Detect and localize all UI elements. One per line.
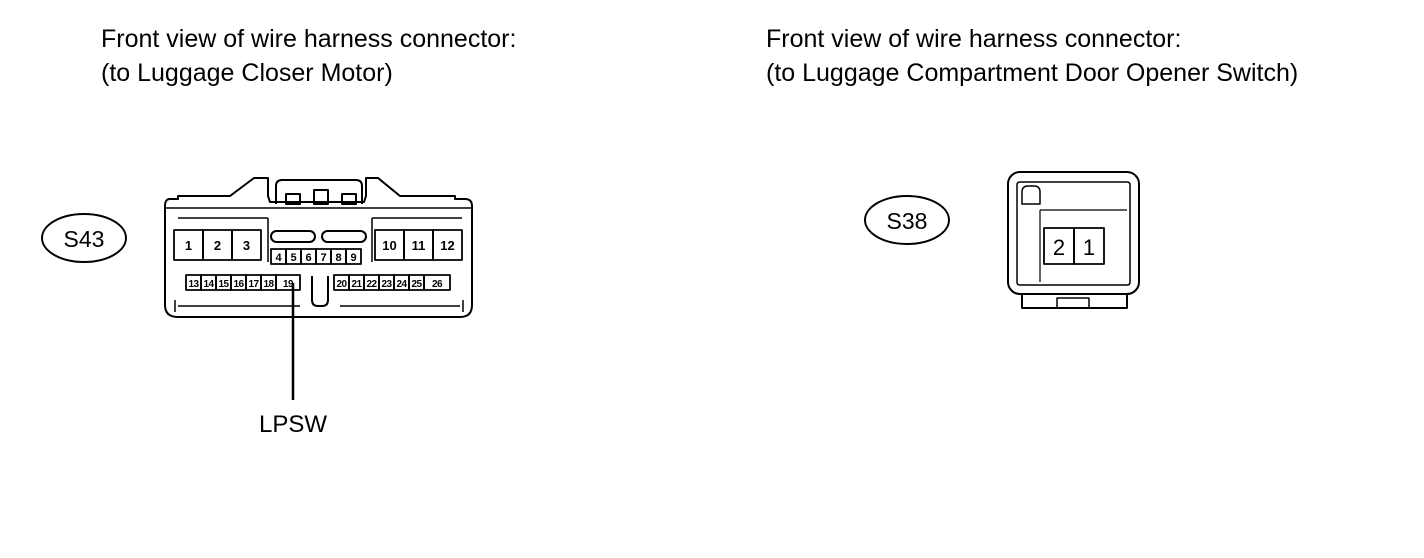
pin-label: 1	[1083, 235, 1095, 260]
connector-id-s38: S38	[887, 208, 928, 234]
caption-s43: Front view of wire harness connector: (t…	[101, 22, 516, 90]
pin-label: 25	[411, 279, 422, 290]
pin-label: 7	[320, 252, 326, 264]
pin-label: 23	[381, 279, 392, 290]
pin-label: 13	[188, 279, 199, 290]
pin-label: 18	[263, 279, 274, 290]
pin-label: 17	[248, 279, 259, 290]
s43-pin-boxes	[173, 229, 463, 291]
pin-label: 26	[432, 279, 443, 290]
s38-pin-boxes	[1043, 227, 1105, 265]
connector-s38-body	[1007, 171, 1140, 309]
pin-label: 6	[305, 252, 311, 264]
caption-s43-line1: Front view of wire harness connector:	[101, 25, 517, 53]
pin-label: 22	[366, 279, 377, 290]
pin-label: 2	[1053, 235, 1065, 260]
connector-s43-body	[164, 177, 473, 318]
pin-label: 5	[290, 252, 296, 264]
pin-label: 15	[218, 279, 229, 290]
pin-label: 3	[243, 238, 250, 253]
pin-label: 9	[350, 252, 356, 264]
connector-label-s38	[864, 195, 950, 245]
pin-label: 21	[351, 279, 362, 290]
pin-label: 10	[382, 238, 396, 253]
pin-label: 12	[440, 238, 454, 253]
caption-s43-line2: (to Luggage Closer Motor)	[101, 59, 393, 87]
callout-label-lpsw: LPSW	[259, 411, 327, 438]
caption-s38-line1: Front view of wire harness connector:	[766, 25, 1182, 53]
pin-label: 1	[185, 238, 192, 253]
caption-s38-line2: (to Luggage Compartment Door Opener Swit…	[766, 59, 1299, 87]
pin-label: 11	[412, 238, 426, 253]
pin-label: 14	[203, 279, 214, 290]
pin-label: 16	[233, 279, 244, 290]
connector-id-s43: S43	[64, 226, 105, 252]
pin-label: 24	[396, 279, 407, 290]
pin-label: 8	[335, 252, 341, 264]
pin-label: 2	[214, 238, 221, 253]
caption-s38: Front view of wire harness connector: (t…	[766, 22, 1298, 90]
pin-label: 19	[283, 279, 294, 290]
pin-label: 4	[275, 252, 282, 264]
pin-label: 20	[336, 279, 347, 290]
connector-label-s43	[41, 213, 127, 263]
